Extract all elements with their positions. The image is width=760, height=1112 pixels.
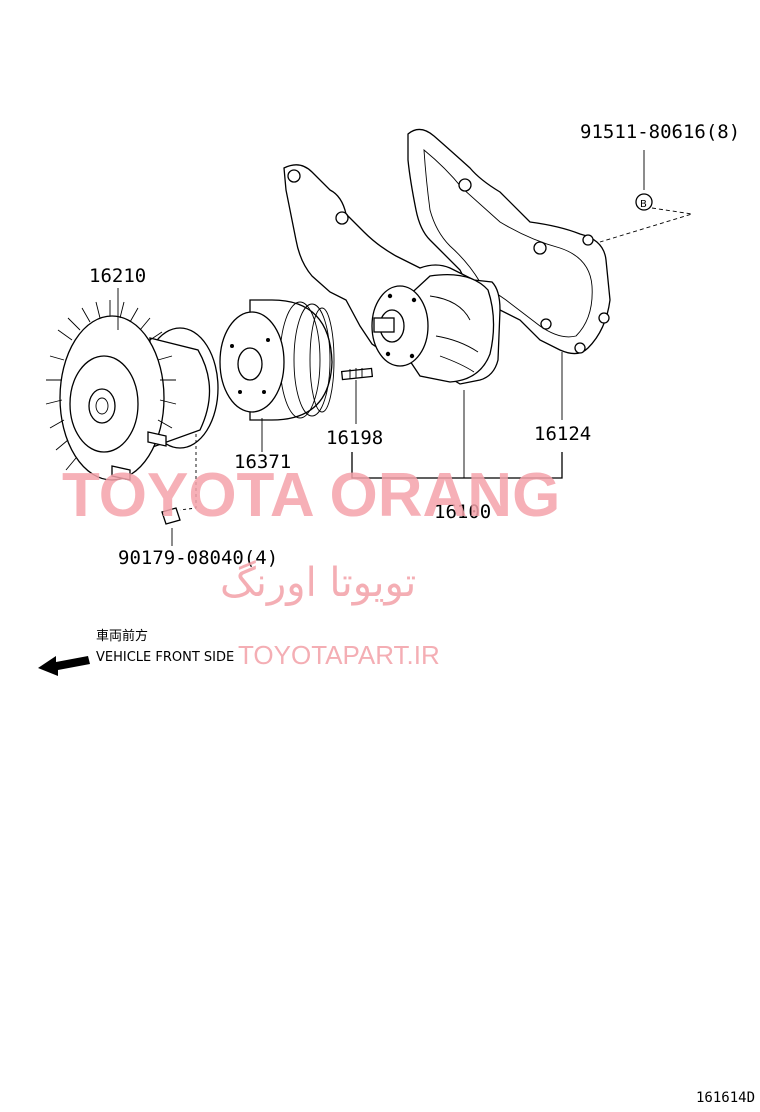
label-bolt-a: 90179-08040(4): [118, 547, 278, 569]
direction-label-en: VEHICLE FRONT SIDE: [96, 650, 234, 665]
stud-drawing: [340, 367, 374, 424]
watermark-site: TOYOTAPART.IR: [238, 640, 440, 670]
label-pulley: 16371: [234, 451, 291, 473]
label-fan-clutch: 16210: [89, 265, 146, 287]
watermark-brand-fa: تویوتا اورنگ: [220, 560, 416, 606]
bolt-a-drawing: [161, 434, 197, 546]
watermark-brand: TOYOTA ORANG: [62, 461, 560, 530]
pulley-drawing: [219, 299, 335, 452]
label-gasket: 16124: [534, 423, 591, 445]
assembly-bracket-line: [351, 452, 563, 479]
diagram-code: 161614D: [696, 1090, 755, 1106]
direction-label-jp: 車両前方: [96, 628, 148, 644]
fan-clutch-drawing: [45, 288, 219, 481]
water-pump-drawing: [283, 164, 501, 478]
label-stud: 16198: [326, 427, 383, 449]
gasket-drawing: [407, 128, 611, 420]
bolt-b-callout: [599, 150, 693, 243]
vehicle-front-arrow-icon: [38, 656, 90, 676]
bolt-b-symbol: B: [640, 199, 647, 210]
label-bolt-b: 91511-80616(8): [580, 121, 740, 143]
label-water-pump: 16100: [434, 501, 491, 523]
